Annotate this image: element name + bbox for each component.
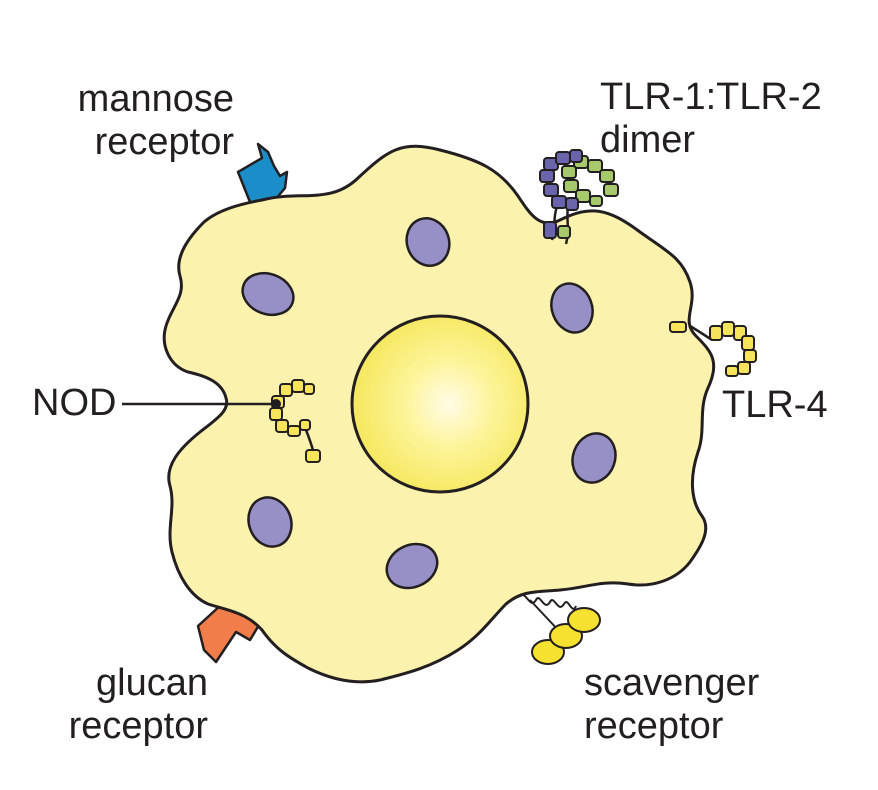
tlr1-tlr2-dimer xyxy=(539,149,619,245)
scavenger-receptor xyxy=(519,593,601,665)
nucleus xyxy=(350,314,530,494)
granule xyxy=(550,282,594,334)
granule xyxy=(571,432,617,484)
mannose-receptor-label: mannose receptor xyxy=(66,78,234,164)
tlr4-label-text: TLR-4 xyxy=(722,384,828,426)
granule xyxy=(247,496,293,548)
mannose-receptor-label-line1: mannose xyxy=(77,78,234,120)
nod-receptor xyxy=(269,379,321,463)
glucan-receptor-label-line2: receptor xyxy=(68,705,208,747)
glucan-receptor-label: glucan receptor xyxy=(60,662,208,748)
tlr4-receptor xyxy=(669,321,757,377)
tlr1-tlr2-dimer-label: TLR-1:TLR-2 dimer xyxy=(600,76,822,162)
granule xyxy=(385,542,439,590)
nod-label-text: NOD xyxy=(32,382,117,424)
glucan-receptor-label-line1: glucan xyxy=(96,662,208,704)
scavenger-receptor-label-line2: receptor xyxy=(584,705,724,747)
tlr1-tlr2-dimer-label-line2: dimer xyxy=(600,119,696,161)
granules xyxy=(241,217,617,590)
granule xyxy=(405,217,451,267)
scavenger-receptor-label-line1: scavenger xyxy=(584,662,760,704)
tlr4-label: TLR-4 xyxy=(722,384,828,427)
tlr1-tlr2-dimer-label-line1: TLR-1:TLR-2 xyxy=(600,76,822,118)
granule xyxy=(241,271,295,317)
nod-leader-dot xyxy=(271,399,281,409)
scavenger-receptor-label: scavenger receptor xyxy=(584,662,759,748)
nod-label: NOD xyxy=(32,382,116,425)
mannose-receptor-label-line2: receptor xyxy=(94,121,234,163)
